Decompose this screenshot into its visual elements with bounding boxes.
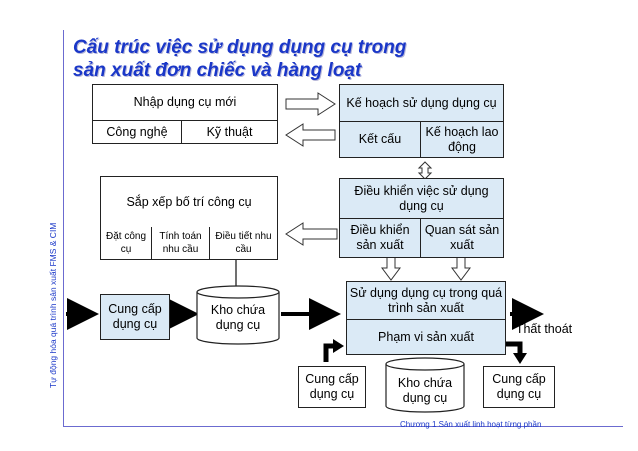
arrange-title: Sắp xếp bố trí công cụ — [126, 194, 252, 209]
left-rule — [63, 30, 64, 426]
storage-bottom-label: Kho chứa dụng cụ — [397, 376, 453, 405]
bottom-rule — [63, 426, 623, 427]
supply-bottom-right-label: Cung cấp dụng cụ — [492, 372, 546, 401]
storage-cylinder-bottom — [385, 357, 465, 413]
storage-cylinder-left — [196, 285, 280, 345]
arrow-bottom-right-down — [505, 341, 523, 355]
supply-bottom-left-box: Cung cấp dụng cụ — [298, 366, 366, 408]
plan-structure: Kết cấu — [358, 132, 402, 146]
arrow-bottom-left-up — [323, 343, 335, 362]
control-production: Điều khiển sản xuất — [350, 223, 410, 252]
arrange-place: Đặt công cụ — [105, 231, 147, 255]
arrange-box: Sắp xếp bố trí công cụ Đặt công cụ Tính … — [100, 176, 278, 260]
storage-left-label: Kho chứa dụng cụ — [210, 303, 266, 332]
loss-label: Thất thoát — [515, 321, 573, 336]
arrange-adjust: Điều tiết nhu cầu — [209, 227, 277, 259]
arrow-control-down-2 — [451, 255, 471, 281]
new-tools-title: Nhập dụng cụ mới — [93, 85, 277, 121]
arrow-control-to-arrange — [285, 222, 338, 246]
arrow-new-to-plan — [285, 92, 336, 116]
control-observe: Quan sát sản xuất — [420, 219, 503, 257]
supply-bottom-left-label: Cung cấp dụng cụ — [305, 372, 359, 401]
plan-labor: Kế hoạch lao động — [420, 122, 503, 157]
control-title: Điều khiển việc sử dụng dụng cụ — [340, 179, 503, 219]
new-tools-engineering: Kỹ thuật — [181, 121, 277, 143]
title-line-2: sản xuất đơn chiếc và hàng loạt — [73, 60, 362, 81]
arrange-calc: Tính toán nhu cầu — [151, 227, 209, 259]
supply-left-label: Cung cấp dụng cụ — [108, 302, 162, 331]
use-box: Sử dụng dụng cụ trong quá trình sản xuất… — [346, 281, 506, 355]
control-box: Điều khiển việc sử dụng dụng cụ Điều khi… — [339, 178, 504, 258]
plan-box: Kế hoạch sử dụng dụng cụ Kết cấu Kế hoạc… — [339, 84, 504, 158]
new-tools-technology: Công nghệ — [106, 124, 168, 139]
use-title: Sử dụng dụng cụ trong quá trình sản xuất — [347, 282, 505, 320]
footer-text: Chương 1 Sản xuất linh hoạt từng phần — [400, 420, 542, 429]
title-line-1: Cấu trúc việc sử dụng dụng cụ trong — [73, 37, 407, 58]
supply-left-box: Cung cấp dụng cụ — [100, 294, 170, 340]
use-scope: Phạm vi sản xuất — [378, 329, 474, 344]
arrow-control-down-1 — [381, 255, 401, 281]
supply-bottom-right-box: Cung cấp dụng cụ — [483, 366, 555, 408]
diagram-title: Cấu trúc việc sử dụng dụng cụ trong sản … — [73, 36, 453, 82]
plan-title: Kế hoạch sử dụng dụng cụ — [340, 85, 503, 122]
arrow-plan-control — [417, 161, 433, 180]
new-tools-box: Nhập dụng cụ mới Công nghệ Kỹ thuật — [92, 84, 278, 144]
arrow-plan-to-new — [285, 123, 336, 147]
